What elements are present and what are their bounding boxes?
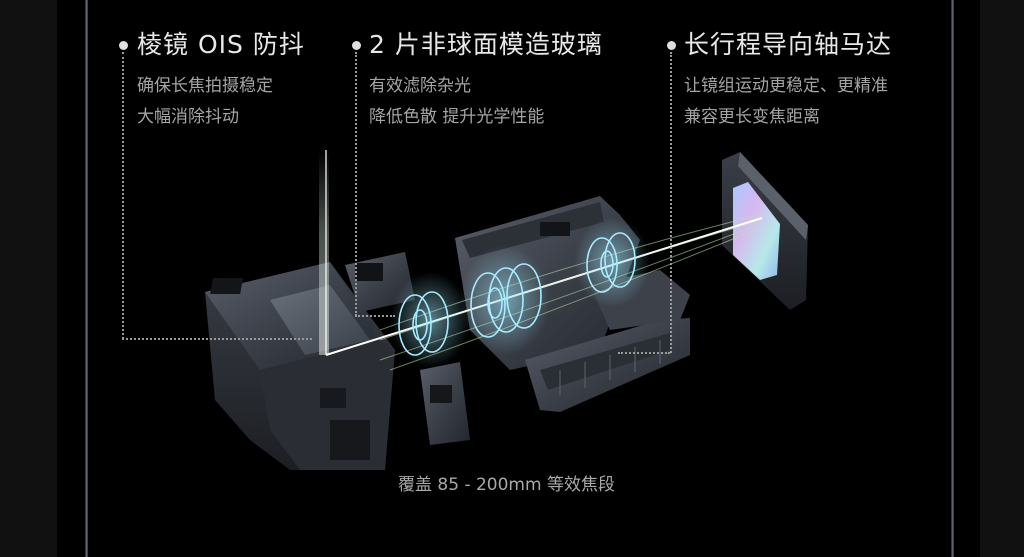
feature-desc-line: 有效滤除杂光	[369, 76, 471, 96]
feature-title: 长行程导向轴马达	[684, 30, 893, 59]
front-lens-bracket	[345, 252, 470, 445]
feature-prism-ois: 棱镜 OIS 防抖 确保长焦拍摄稳定 大幅消除抖动	[137, 30, 305, 133]
feature-1-leader-horizontal	[122, 338, 312, 340]
feature-desc-line: 兼容更长变焦距离	[684, 107, 820, 127]
left-bezel-line	[85, 0, 88, 557]
prism-ois-block	[205, 262, 395, 470]
feature-desc-line: 大幅消除抖动	[137, 107, 239, 127]
right-bezel-line	[951, 0, 954, 557]
feature-3-bullet-dot	[667, 41, 676, 50]
feature-3-leader-horizontal	[618, 352, 670, 354]
left-margin	[0, 0, 57, 557]
feature-description: 让镜组运动更稳定、更精准 兼容更长变焦距离	[684, 71, 892, 133]
feature-desc-line: 确保长焦拍摄稳定	[137, 76, 273, 96]
feature-desc-line: 降低色散 提升光学性能	[369, 107, 545, 127]
image-sensor	[722, 152, 808, 310]
feature-title: 棱镜 OIS 防抖	[137, 30, 305, 59]
feature-3-leader-vertical	[670, 52, 672, 353]
feature-1-bullet-dot	[119, 41, 128, 50]
feature-aspherical-glass: 2 片非球面模造玻璃 有效滤除杂光 降低色散 提升光学性能	[369, 30, 603, 133]
right-margin	[980, 0, 1024, 557]
aspherical-lenses	[390, 217, 650, 368]
focal-range-caption: 覆盖 85 - 200mm 等效焦段	[398, 475, 615, 495]
feature-description: 确保长焦拍摄稳定 大幅消除抖动	[137, 71, 305, 133]
feature-long-stroke-motor: 长行程导向轴马达 让镜组运动更稳定、更精准 兼容更长变焦距离	[684, 30, 892, 133]
feature-2-leader-vertical	[355, 52, 357, 316]
feature-2-leader-horizontal	[355, 315, 395, 317]
feature-2-bullet-dot	[352, 41, 361, 50]
feature-1-leader-vertical	[122, 52, 124, 339]
feature-title: 2 片非球面模造玻璃	[369, 30, 603, 59]
feature-description: 有效滤除杂光 降低色散 提升光学性能	[369, 71, 603, 133]
feature-desc-line: 让镜组运动更稳定、更精准	[684, 76, 888, 96]
